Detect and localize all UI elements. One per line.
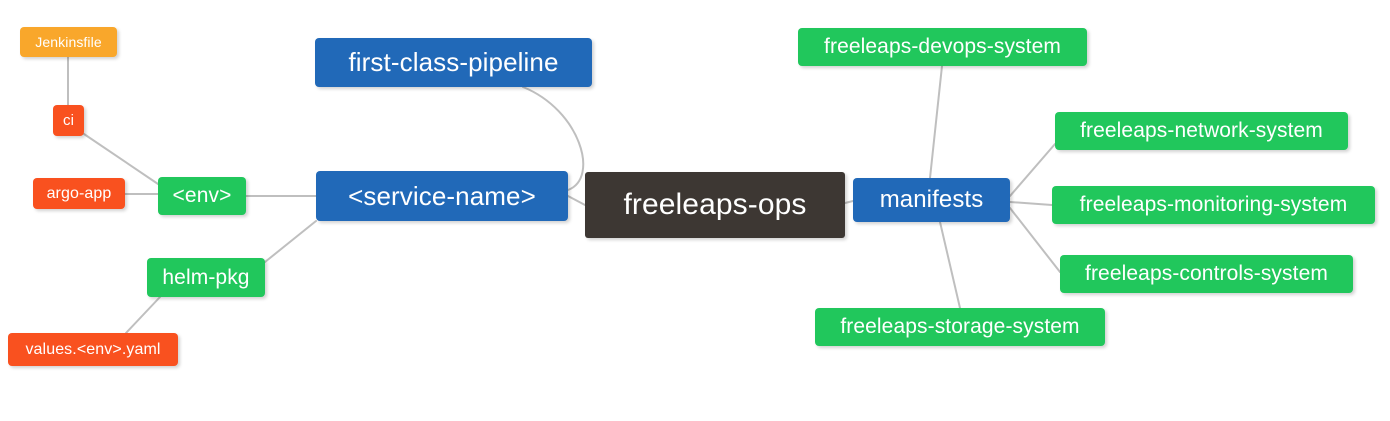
edge-manifests-to-controls-system bbox=[1009, 207, 1061, 273]
node-devops-system[interactable]: freeleaps-devops-system bbox=[798, 28, 1087, 66]
node-manifests[interactable]: manifests bbox=[853, 178, 1010, 222]
node-jenkinsfile[interactable]: Jenkinsfile bbox=[20, 27, 117, 57]
node-network-system[interactable]: freeleaps-network-system bbox=[1055, 112, 1348, 150]
edge-manifests-to-storage-system bbox=[939, 221, 961, 309]
edge-manifests-to-monitoring-system bbox=[1009, 201, 1053, 206]
edge-helm-pkg-to-values-yaml bbox=[125, 296, 161, 334]
node-ci[interactable]: ci bbox=[53, 105, 84, 136]
node-first-class-pipeline[interactable]: first-class-pipeline bbox=[315, 38, 592, 87]
node-values-yaml[interactable]: values.<env>.yaml bbox=[8, 333, 178, 366]
node-argo-app[interactable]: argo-app bbox=[33, 178, 125, 209]
node-storage-system[interactable]: freeleaps-storage-system bbox=[815, 308, 1105, 346]
node-root[interactable]: freeleaps-ops bbox=[585, 172, 845, 238]
node-env[interactable]: <env> bbox=[158, 177, 246, 215]
node-controls-system[interactable]: freeleaps-controls-system bbox=[1060, 255, 1353, 293]
edge-env-to-ci bbox=[83, 133, 159, 185]
node-monitoring-system[interactable]: freeleaps-monitoring-system bbox=[1052, 186, 1375, 224]
node-service-name[interactable]: <service-name> bbox=[316, 171, 568, 221]
edge-root-to-manifests bbox=[844, 200, 854, 204]
edge-root-to-service-name bbox=[567, 195, 586, 206]
edge-service-name-to-first-class-pipeline bbox=[522, 86, 585, 191]
edge-manifests-to-devops-system bbox=[929, 65, 943, 179]
node-helm-pkg[interactable]: helm-pkg bbox=[147, 258, 265, 297]
edge-manifests-to-network-system bbox=[1009, 143, 1056, 197]
edge-service-name-to-helm-pkg bbox=[264, 220, 317, 263]
